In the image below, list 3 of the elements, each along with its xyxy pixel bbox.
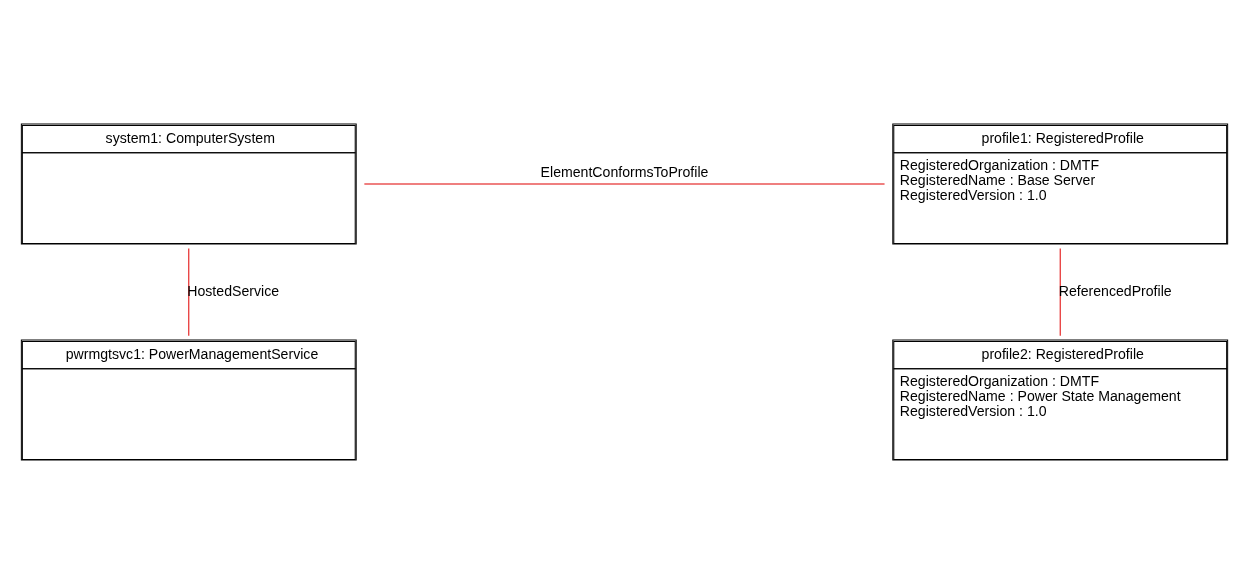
connector xyxy=(188,247,190,337)
edge-label: ElementConformsToProfile xyxy=(540,164,709,181)
connector xyxy=(1059,247,1061,337)
